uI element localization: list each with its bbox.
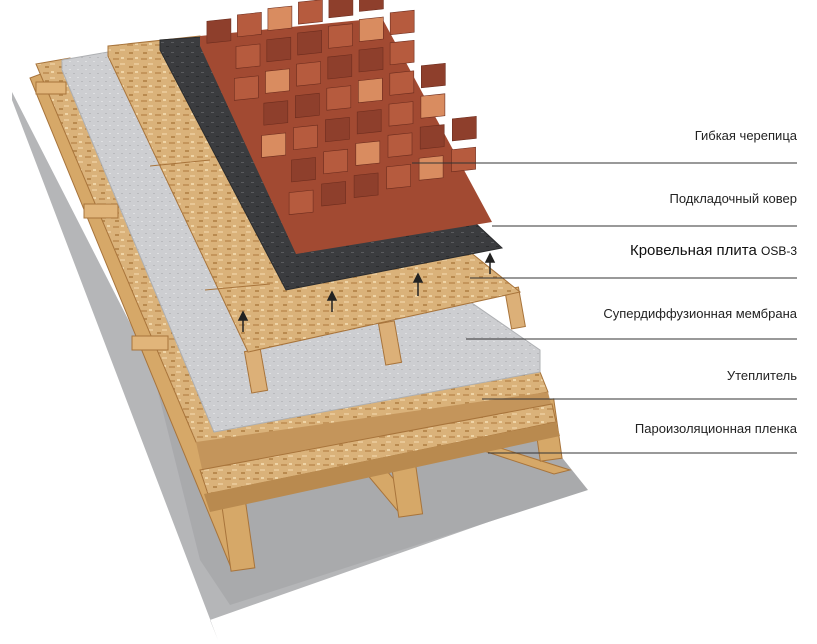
shingle-tile [293, 124, 318, 150]
shingle-tile [206, 18, 232, 44]
shingle-tile [263, 100, 289, 126]
shingle-tile [359, 0, 384, 12]
shingle-tile [451, 116, 477, 142]
shingle-tile [296, 61, 321, 87]
shingle-tile [387, 132, 413, 158]
shingle-tile [235, 43, 261, 69]
ventilation-arrows [237, 252, 496, 332]
shingle-tile [326, 85, 352, 111]
shingle-tile [418, 155, 444, 181]
shingle-tile [358, 47, 384, 73]
label-vapor: Пароизоляционная пленка [635, 421, 797, 436]
label-osb-code: OSB-3 [760, 244, 797, 258]
shingle-tile [288, 189, 314, 215]
shingle-tile [237, 11, 262, 38]
shingle-tile [357, 77, 383, 104]
shingle-tile [386, 164, 411, 190]
shingle-tile [327, 54, 353, 80]
shingle-tile [266, 36, 292, 63]
shingle-tile [420, 62, 446, 89]
battens [243, 286, 526, 394]
shingle-tile [328, 23, 353, 49]
shingle-tile [234, 75, 259, 101]
shingle-tile [261, 132, 287, 158]
shingle-tile [294, 92, 320, 119]
label-membrane-text: Супердиффузионная мембрана [603, 306, 797, 321]
label-osb-text: Кровельная плита [629, 242, 761, 259]
shingle-tile [321, 181, 346, 207]
shingle-tile [325, 116, 350, 143]
shingle-tile [419, 124, 445, 150]
label-underlay-text: Подкладочный ковер [669, 191, 797, 206]
shingle-tile [353, 172, 379, 198]
label-underlay: Подкладочный ковер [669, 191, 797, 206]
shingle-tiles [206, 0, 477, 215]
shingle-tile [389, 39, 415, 66]
label-osb: Кровельная плита OSB-3 [630, 242, 797, 259]
shingle-tile [355, 140, 381, 166]
shingle-tile [298, 0, 323, 25]
shingle-tile [297, 30, 323, 56]
label-shingles-text: Гибкая черепица [694, 128, 797, 143]
shingle-tile [356, 109, 382, 135]
shingle-tile [388, 101, 414, 127]
shingle-tile [420, 93, 446, 119]
shingle-tile [451, 146, 476, 173]
osb-seam [149, 159, 211, 167]
shingle-tile [358, 16, 384, 42]
label-vapor-text: Пароизоляционная пленка [634, 421, 797, 436]
shingle-tile [291, 157, 316, 183]
label-shingles: Гибкая черепица [695, 128, 797, 143]
label-insulation-text: Утеплитель [726, 368, 797, 383]
label-insulation: Утеплитель [727, 368, 797, 383]
counter-battens [35, 81, 169, 351]
shingle-tile [323, 148, 349, 175]
shingle-tile [265, 68, 290, 94]
leader-lines [412, 162, 797, 454]
osb-seam [204, 283, 271, 291]
shingle-tile [328, 0, 354, 19]
shingle-tile [389, 70, 415, 96]
shingle-tile [389, 9, 415, 36]
shingle-tile [267, 5, 293, 31]
label-membrane: Супердиффузионная мембрана [603, 306, 797, 321]
